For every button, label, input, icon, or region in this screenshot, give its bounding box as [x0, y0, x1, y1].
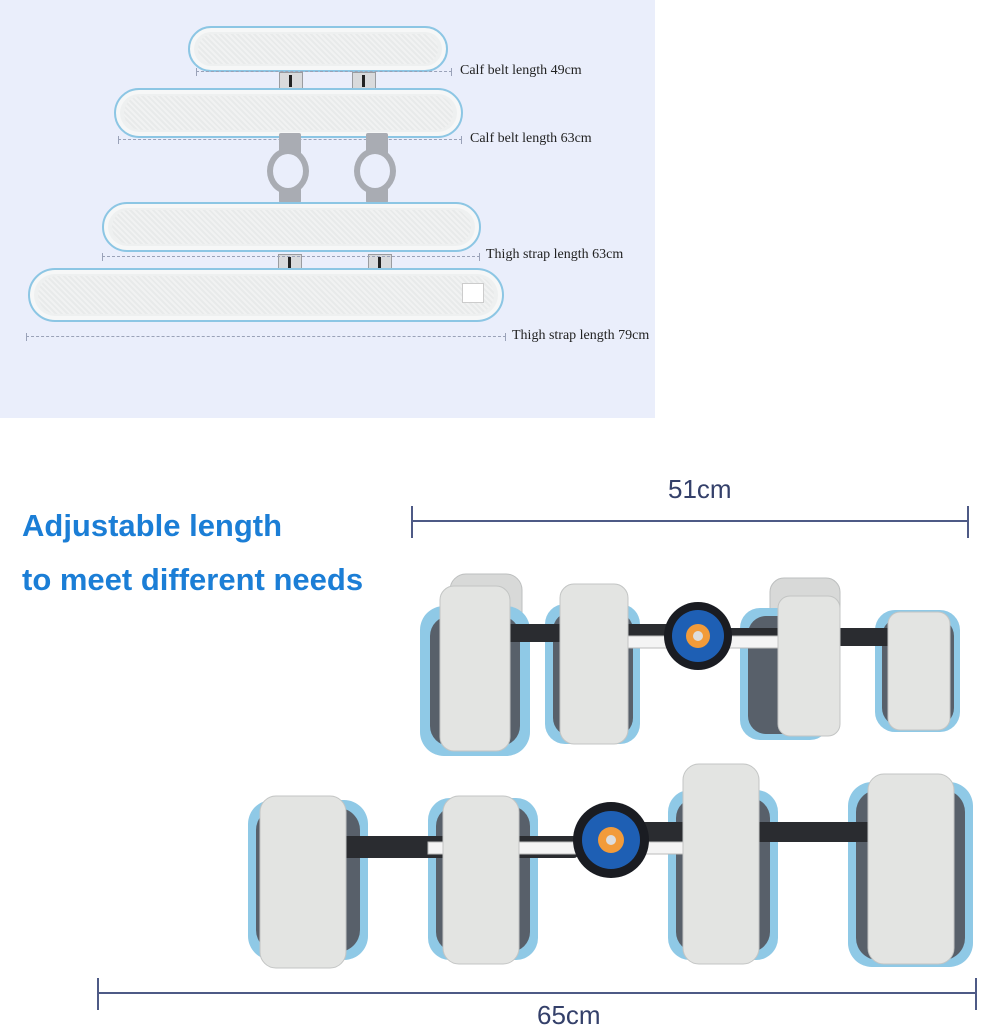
short-brace-measure-label: 51cm [668, 474, 732, 504]
knee-brace-short-image [420, 573, 960, 756]
hinge-ring [267, 148, 309, 194]
thigh-strap-79-strap [28, 268, 504, 322]
knee-brace-long-image [248, 763, 973, 969]
velcro-tab [462, 283, 484, 303]
strap-label-1: Calf belt length 63cm [470, 131, 592, 146]
headline-line-1: Adjustable length [22, 508, 283, 543]
dimension-line [102, 253, 480, 261]
calf-belt-63-strap [114, 88, 463, 138]
short-brace-measure-line [411, 506, 969, 538]
headline-line-2: to meet different needs [22, 562, 364, 597]
buckle [352, 72, 376, 90]
dimension-line [196, 68, 452, 76]
hinge-ring [354, 148, 396, 194]
strap-label-3: Thigh strap length 79cm [512, 328, 650, 343]
long-brace-measure-label: 65cm [537, 1000, 601, 1030]
long-brace-measure-line [97, 978, 977, 1010]
strap-diagram-panel: Calf belt length 49cm Calf belt length 6… [0, 0, 655, 418]
calf-belt-49-strap [188, 26, 448, 72]
strap-label-2: Thigh strap length 63cm [486, 247, 624, 262]
strap-label-0: Calf belt length 49cm [460, 63, 582, 78]
thigh-strap-63-strap [102, 202, 481, 252]
dimension-line [26, 333, 506, 341]
